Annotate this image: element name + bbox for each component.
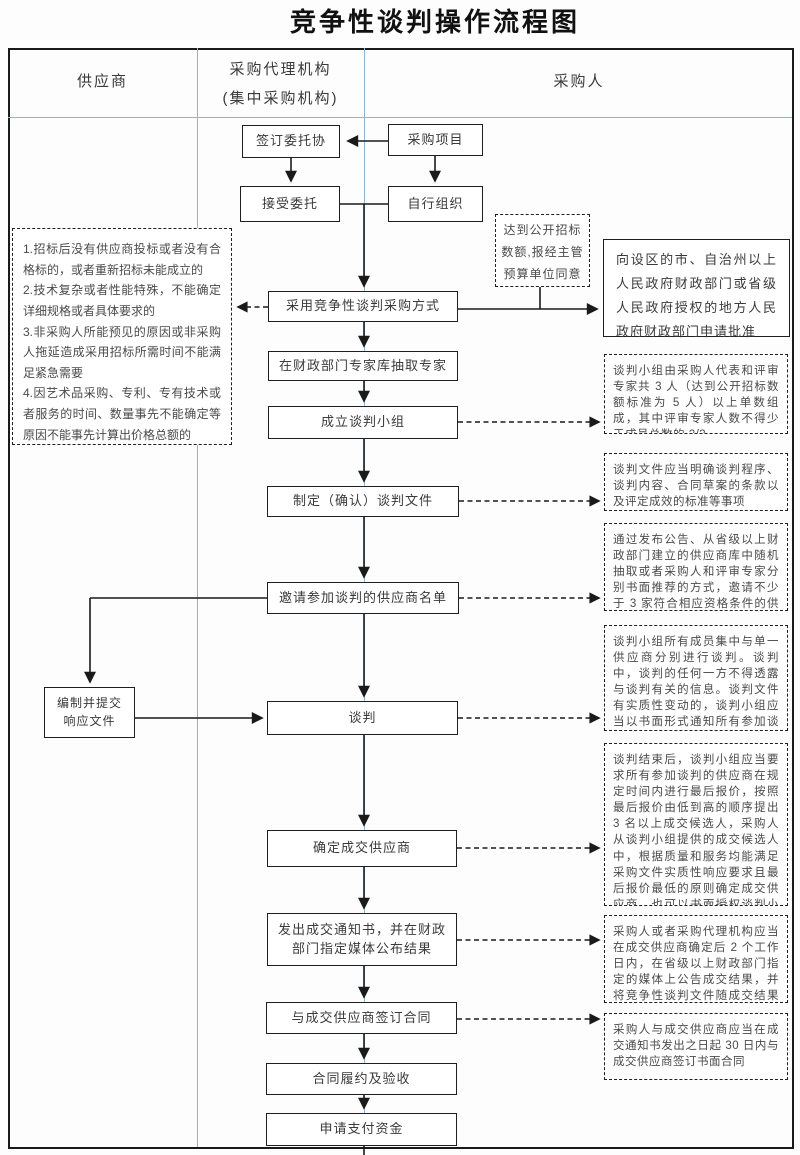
- lane-header-supplier: 供应商: [76, 73, 128, 90]
- note-docs-rule: 谈判文件应当明确谈判程序、谈判内容、合同草案的条款以及评定成效的标准等事项: [604, 453, 788, 511]
- lane-divider-1: [197, 48, 198, 1147]
- note-confirm-rule: 谈判结束后，谈判小组应当要求所有参加谈判的供应商在规定时间内进行最后报价，按照最…: [604, 743, 788, 906]
- note-invite-rule: 通过发布公告、从省级以上财政部门建立的供应商库中随机抽取或者采购人和评审专家分别…: [604, 523, 788, 611]
- note-conditions: 1.招标后没有供应商投标或者没有合格标的，或者重新招标未能成立的 2.技术复杂或…: [12, 228, 232, 445]
- flow-box-apply-payment: 申请支付资金: [266, 1113, 457, 1146]
- flow-box-approve: 向设区的市、自治州以上人民政府财政部门或省级人民政府授权的地方人民政府财政部门申…: [603, 239, 790, 339]
- flowchart-frame: [8, 48, 794, 1149]
- flow-box-extract-experts: 在财政部门专家库抽取专家: [268, 351, 458, 381]
- page-title: 竞争性谈判操作流程图: [289, 7, 580, 37]
- flow-box-sign-contract: 与成交供应商签订合同: [266, 1002, 457, 1034]
- flow-box-perform-contract: 合同履约及验收: [266, 1063, 457, 1095]
- flow-box-invite-list: 邀请参加谈判的供应商名单: [267, 582, 459, 614]
- note-negotiate-rule: 谈判小组所有成员集中与单一供应商分别进行谈判。谈判中，谈判的任何一方不得透露与谈…: [604, 625, 788, 731]
- lane-header-agency-line2: (集中采购机构): [222, 89, 339, 107]
- lane-header-agency-line1: 采购代理机构: [229, 61, 332, 78]
- flow-box-self-organize: 自行组织: [388, 186, 483, 222]
- lane-header-purchaser: 采购人: [553, 73, 605, 90]
- flow-box-form-team: 成立谈判小组: [268, 406, 458, 439]
- flow-box-negotiate: 谈判: [267, 701, 458, 735]
- flow-box-confirm-supplier: 确定成交供应商: [267, 830, 457, 867]
- condition-item: 3.非采购人所能预见的原因或非采购人拖延造成采用招标所需时间不能满足紧急需要: [23, 324, 221, 380]
- note-contract-rule: 采购人与成交供应商应当在成交通知书发出之日起 30 日内与成交供应商签订书面合同: [604, 1013, 788, 1080]
- note-notice-rule: 采购人或者采购代理机构应当在成交供应商确定后 2 个工作日内，在省级以上财政部门…: [604, 915, 788, 1003]
- condition-item: 4.因艺术品采购、专利、专有技术或者服务的时间、数量事先不能确定等原因不能事先计…: [23, 386, 221, 442]
- flow-box-accept-entrust: 接受委托: [240, 186, 340, 222]
- flow-box-adopt-method: 采用竞争性谈判采购方式: [268, 291, 458, 322]
- flow-box-prepare-response: 编制并提交响应文件: [44, 687, 135, 738]
- flow-box-make-docs: 制定（确认）谈判文件: [267, 486, 459, 517]
- note-team-rule: 谈判小组由采购人代表和评审专家共 3 人（达到公开招标数额标准为 5 人）以上单…: [604, 354, 788, 434]
- condition-item: 2.技术复杂或者性能特殊，不能确定详细规格或者具体要求的: [23, 283, 221, 318]
- flow-box-sign-agreement: 签订委托协: [242, 125, 340, 158]
- flow-box-procurement-project: 采购项目: [388, 124, 483, 156]
- condition-item: 1.招标后没有供应商投标或者没有合格标的，或者重新招标未能成立的: [23, 242, 221, 277]
- header-divider: [8, 117, 792, 118]
- note-threshold: 达到公开招标数额,报经主管预算单位同意: [495, 214, 590, 287]
- flow-box-issue-notice: 发出成交通知书，并在财政部门指定媒体公布结果: [267, 913, 457, 966]
